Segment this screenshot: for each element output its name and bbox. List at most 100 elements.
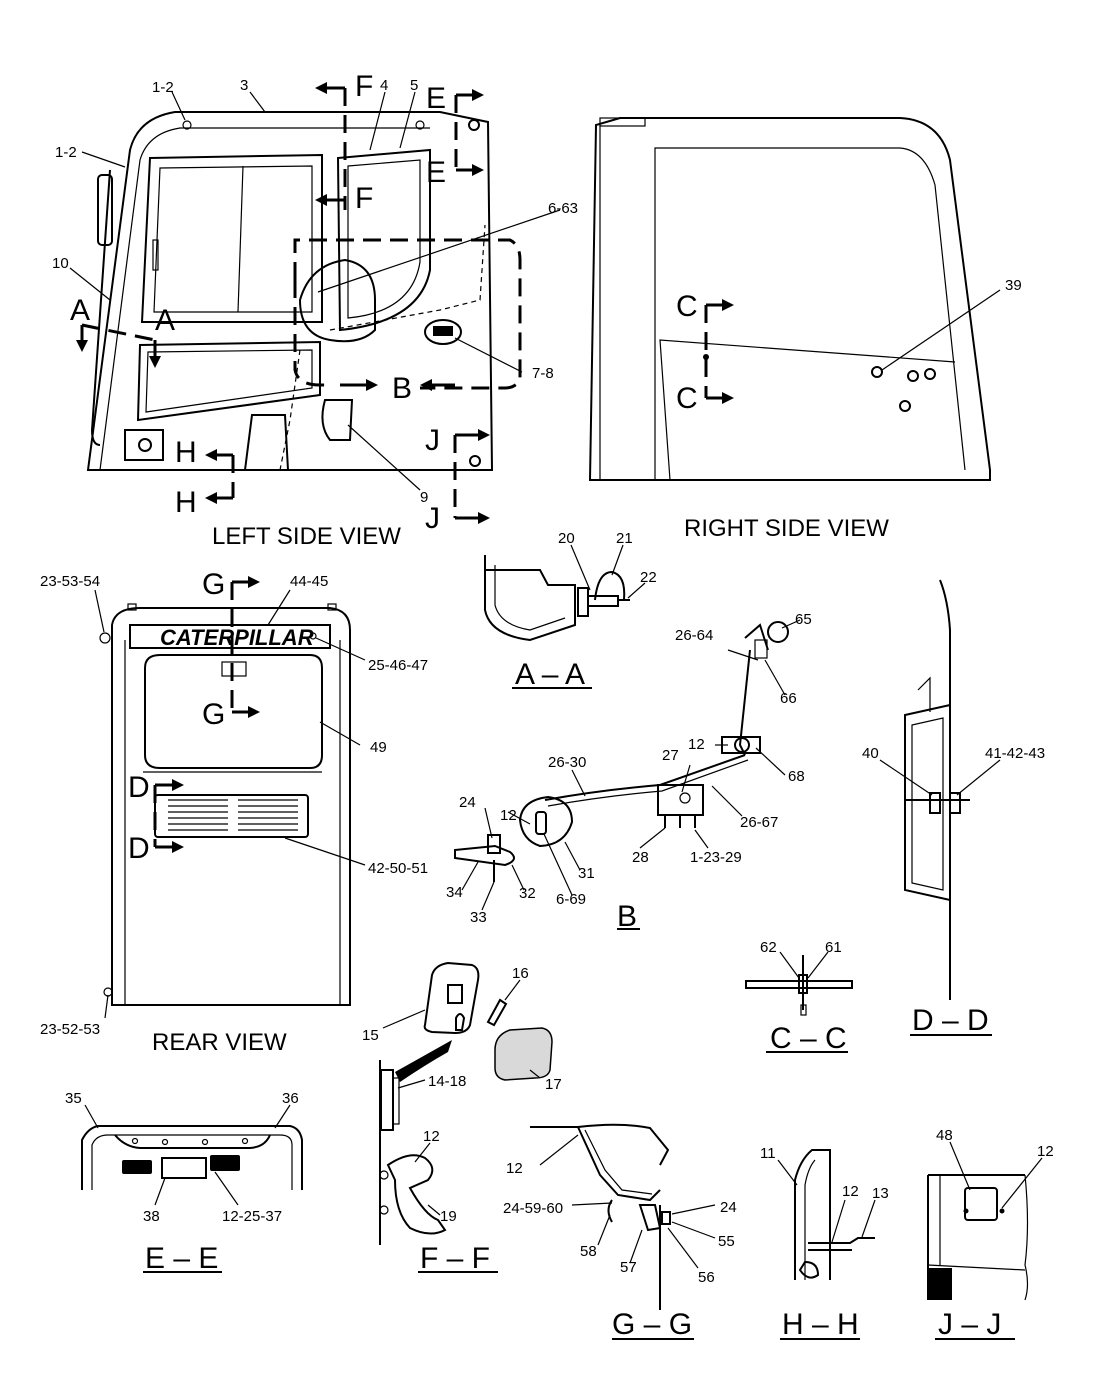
callout-1-2-side: 1-2 <box>55 144 77 161</box>
callout-55: 55 <box>718 1233 735 1250</box>
section-c-c-drawing <box>745 951 853 1053</box>
callout-10: 10 <box>52 255 69 272</box>
callout-21: 21 <box>616 530 633 547</box>
callout-19: 19 <box>440 1208 457 1225</box>
callout-34: 34 <box>446 884 463 901</box>
right-side-view <box>588 117 1001 481</box>
callout-17: 17 <box>545 1076 562 1093</box>
section-mark-f-bottom: F <box>355 182 373 215</box>
section-f-f-title: F – F <box>420 1242 490 1275</box>
detail-b-drawing <box>454 619 801 930</box>
vent-louvers <box>168 799 298 831</box>
callout-5: 5 <box>410 77 418 94</box>
left-side-view-title: LEFT SIDE VIEW <box>212 523 401 550</box>
section-d-d-drawing <box>879 579 1001 1036</box>
callout-26-30: 26-30 <box>548 754 586 771</box>
section-mark-j-top: J <box>425 424 440 457</box>
callout-23-53-54: 23-53-54 <box>40 573 100 590</box>
section-e-e-drawing <box>81 1104 303 1273</box>
callout-44-45: 44-45 <box>290 573 328 590</box>
section-mark-h-bottom: H <box>175 486 197 519</box>
callout-12-j: 12 <box>1037 1143 1054 1160</box>
section-mark-a-left: A <box>70 294 90 327</box>
callout-12-g: 12 <box>506 1160 523 1177</box>
callout-3: 3 <box>240 77 248 94</box>
callout-12-h: 12 <box>842 1183 859 1200</box>
section-e-e-title: E – E <box>145 1242 218 1275</box>
rear-view-title: REAR VIEW <box>152 1029 287 1056</box>
section-mark-a-right: A <box>155 304 175 337</box>
callout-27: 27 <box>662 747 679 764</box>
callout-1-23-29: 1-23-29 <box>690 849 742 866</box>
callout-12-25-37: 12-25-37 <box>222 1208 282 1225</box>
section-d-d-title: D – D <box>912 1004 989 1037</box>
right-side-view-title: RIGHT SIDE VIEW <box>684 515 889 542</box>
section-g-g-title: G – G <box>612 1308 692 1341</box>
section-h-h-title: H – H <box>782 1308 859 1341</box>
callout-36: 36 <box>282 1090 299 1107</box>
section-h-h-drawing <box>777 1149 876 1340</box>
section-b-title: B <box>617 900 637 933</box>
callout-12-f: 12 <box>423 1128 440 1145</box>
section-g-g-drawing <box>530 1123 716 1340</box>
callout-56: 56 <box>698 1269 715 1286</box>
section-j-j-title: J – J <box>938 1308 1001 1341</box>
section-j-j-drawing <box>927 1141 1043 1340</box>
callout-24-b: 24 <box>459 794 476 811</box>
callout-61: 61 <box>825 939 842 956</box>
callout-9: 9 <box>420 489 428 506</box>
callout-14-18: 14-18 <box>428 1073 466 1090</box>
rear-view: CATERPILLAR <box>94 576 366 1019</box>
callout-1-2-top: 1-2 <box>152 79 174 96</box>
callout-24-59-60: 24-59-60 <box>503 1200 563 1217</box>
callout-6-69: 6-69 <box>556 891 586 908</box>
callout-66: 66 <box>780 690 797 707</box>
section-c-c-title: C – C <box>770 1022 847 1055</box>
callout-26-64: 26-64 <box>675 627 713 644</box>
section-f-f-drawing <box>379 961 553 1273</box>
callout-62: 62 <box>760 939 777 956</box>
left-side-view <box>69 82 561 524</box>
section-mark-e-bottom: E <box>426 156 446 189</box>
section-mark-g-bottom: G <box>202 698 225 731</box>
callout-26-67: 26-67 <box>740 814 778 831</box>
section-mark-c-top: C <box>676 290 698 323</box>
section-mark-b-left: B <box>392 372 412 405</box>
callout-13: 13 <box>872 1185 889 1202</box>
callout-12-b2: 12 <box>500 807 517 824</box>
callout-28: 28 <box>632 849 649 866</box>
callout-42-50-51: 42-50-51 <box>368 860 428 877</box>
section-mark-d-bottom: D <box>128 832 150 865</box>
section-mark-c-bottom: C <box>676 382 698 415</box>
callout-11: 11 <box>760 1145 776 1162</box>
callout-24-g: 24 <box>720 1199 737 1216</box>
callout-6-63: 6-63 <box>548 200 578 217</box>
callout-39: 39 <box>1005 277 1022 294</box>
section-mark-f-top: F <box>355 70 373 103</box>
callout-4: 4 <box>380 77 388 94</box>
callout-25-46-47: 25-46-47 <box>368 657 428 674</box>
callout-20: 20 <box>558 530 575 547</box>
callout-49: 49 <box>370 739 387 756</box>
section-mark-g-top: G <box>202 568 225 601</box>
callout-7-8: 7-8 <box>532 365 554 382</box>
callout-68: 68 <box>788 768 805 785</box>
callout-31: 31 <box>578 865 595 882</box>
callout-58: 58 <box>580 1243 597 1260</box>
callout-12-b1: 12 <box>688 736 705 753</box>
section-mark-e-top: E <box>426 82 446 115</box>
section-mark-h-top: H <box>175 436 197 469</box>
callout-35: 35 <box>65 1090 82 1107</box>
callout-40: 40 <box>862 745 879 762</box>
callout-33: 33 <box>470 909 487 926</box>
callout-23-52-53: 23-52-53 <box>40 1021 100 1038</box>
caterpillar-logo: CATERPILLAR <box>160 625 314 650</box>
callout-22: 22 <box>640 569 657 586</box>
callout-48: 48 <box>936 1127 953 1144</box>
section-a-a-drawing <box>484 544 646 689</box>
callout-41-42-43: 41-42-43 <box>985 745 1045 762</box>
section-mark-d-top: D <box>128 771 150 804</box>
callout-57: 57 <box>620 1259 637 1276</box>
callout-15: 15 <box>362 1027 379 1044</box>
